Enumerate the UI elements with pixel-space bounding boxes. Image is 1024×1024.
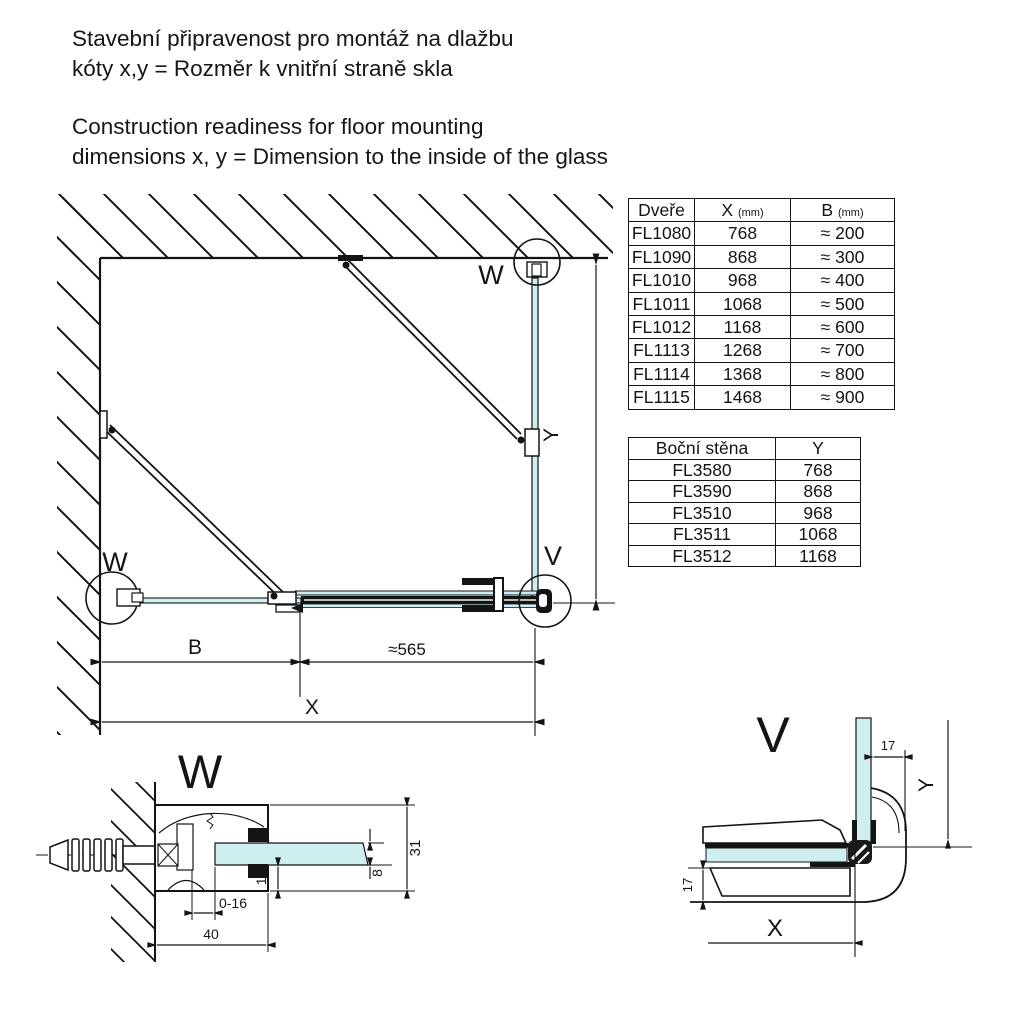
heading-czech: Stavební připravenost pro montáž na dlaž… bbox=[72, 24, 514, 84]
wall-bracket-left bbox=[99, 410, 108, 439]
heading-english-line2: dimensions x, y = Dimension to the insid… bbox=[72, 144, 608, 169]
dim-y-label: Y bbox=[540, 428, 563, 442]
door-glass-section bbox=[705, 847, 848, 863]
detail-markers bbox=[85, 238, 572, 628]
detail-v: V 17 Y 17 bbox=[680, 707, 972, 957]
dim-0-16-label: 0-16 bbox=[219, 895, 247, 911]
doors-col-x: X (mm) bbox=[694, 197, 791, 223]
heading-english: Construction readiness for floor mountin… bbox=[72, 112, 608, 172]
detail-circle-v bbox=[518, 574, 572, 628]
floor-plan: W W V Y B ≈565 X bbox=[57, 194, 615, 736]
corner-post bbox=[690, 787, 907, 903]
anchor-screw bbox=[36, 838, 157, 872]
side-col-y: Y bbox=[775, 437, 861, 460]
side-table-header: Boční stěna Y bbox=[628, 437, 861, 460]
wall bbox=[57, 194, 613, 735]
dim-8-label: 8 bbox=[369, 869, 385, 877]
detail-w-wall bbox=[111, 782, 156, 962]
dim-x-label-v: X bbox=[767, 915, 783, 942]
door-track bbox=[294, 590, 546, 596]
plan-label-v: V bbox=[544, 541, 562, 571]
doors-col-model: Dveře bbox=[628, 197, 695, 223]
dim-31-label: 31 bbox=[407, 840, 424, 857]
wall-hatch-top bbox=[63, 194, 613, 258]
gasket-top bbox=[248, 828, 268, 842]
door-handle bbox=[462, 577, 504, 612]
glass-clamp bbox=[524, 428, 540, 457]
dim-x-label: X bbox=[305, 696, 319, 719]
detail-w-dimensions bbox=[147, 797, 415, 952]
detail-v-dimensions bbox=[688, 720, 972, 957]
dim-b-label: B bbox=[188, 636, 202, 659]
door-section bbox=[702, 819, 855, 897]
dim-y-label-v: Y bbox=[915, 778, 938, 792]
plan-label-w-top: W bbox=[478, 260, 504, 290]
detail-w-title: W bbox=[178, 745, 223, 798]
seal-left bbox=[852, 820, 857, 844]
detail-v-title: V bbox=[756, 707, 790, 763]
support-bar-top bbox=[338, 255, 540, 457]
dim-17-top-label: 17 bbox=[881, 738, 895, 753]
dim-11-label: 11 bbox=[253, 871, 269, 886]
detail-w: W bbox=[36, 745, 424, 962]
heading-czech-line1: Stavební připravenost pro montáž na dlaž… bbox=[72, 26, 514, 51]
door-lower-rail bbox=[300, 603, 545, 608]
detail-circle-w-top bbox=[513, 238, 561, 286]
plan-dimensions bbox=[90, 253, 615, 736]
side-col-model: Boční stěna bbox=[628, 437, 776, 460]
gasket-bottom bbox=[248, 864, 268, 878]
dim-17-bottom-label: 17 bbox=[680, 878, 695, 892]
plan-label-w-left: W bbox=[102, 547, 128, 577]
dim-565-label: ≈565 bbox=[388, 640, 426, 659]
support-bar-left bbox=[99, 410, 287, 601]
wall-bracket-top bbox=[338, 255, 363, 261]
heading-czech-line2: kóty x,y = Rozměr k vnitřní straně skla bbox=[72, 56, 453, 81]
wall-hatch-left bbox=[57, 194, 100, 735]
dim-40-label: 40 bbox=[203, 926, 219, 942]
heading-english-line1: Construction readiness for floor mountin… bbox=[72, 114, 484, 139]
side-panel-glass-section bbox=[855, 717, 872, 843]
doors-table-header: Dveře X (mm) B (mm) bbox=[628, 197, 895, 223]
seal-right bbox=[871, 820, 876, 844]
glass-panel bbox=[214, 842, 369, 866]
doors-col-b: B (mm) bbox=[790, 197, 895, 223]
